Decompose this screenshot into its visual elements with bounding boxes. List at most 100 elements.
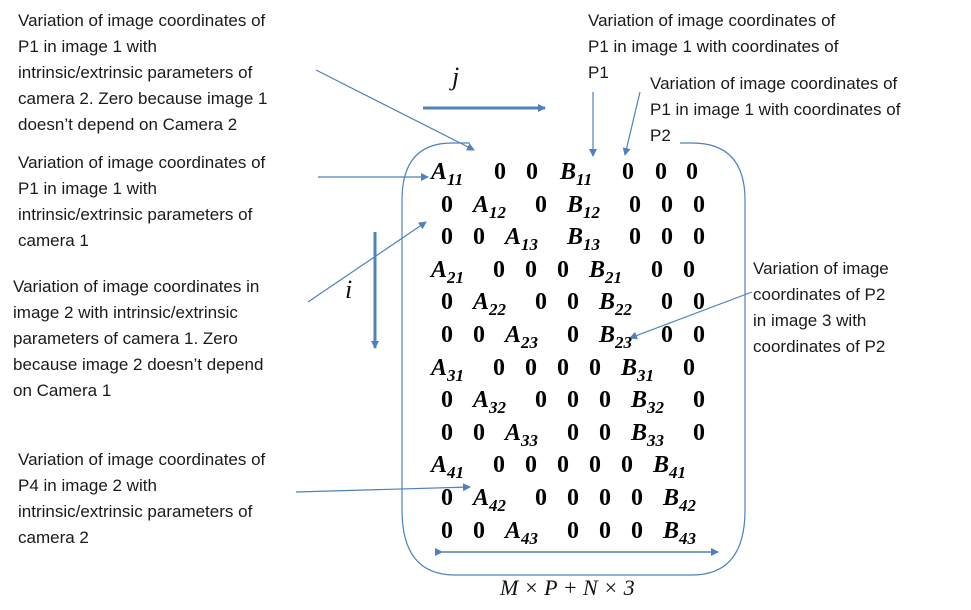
matrix-block-B43: B43 xyxy=(663,517,696,547)
block-index: 22 xyxy=(489,300,507,320)
note-line: camera 2 xyxy=(18,528,89,547)
matrix-zero: 0 xyxy=(441,485,453,511)
matrix-zero: 0 xyxy=(441,517,453,544)
matrix-block-B23: B23 xyxy=(599,322,632,351)
note-line: camera 2. Zero because image 1 xyxy=(18,89,268,108)
pointer-camera2-p1 xyxy=(315,69,475,151)
matrix-block-A32: A32 xyxy=(473,387,506,416)
note-line: P1 in image 1 with coordinates of xyxy=(588,37,839,56)
block-symbol: B xyxy=(599,322,616,348)
matrix-block-A41: A41 xyxy=(431,452,464,481)
matrix-block-A42: A42 xyxy=(473,485,506,514)
matrix-zero: 0 xyxy=(693,387,705,414)
matrix-bracket xyxy=(401,142,746,576)
matrix-zero: 0 xyxy=(441,289,453,316)
matrix-zero: 0 xyxy=(661,289,673,316)
matrix-zero: 0 xyxy=(651,256,663,283)
matrix-zero: 0 xyxy=(557,354,569,381)
matrix-block-B12: B12 xyxy=(567,191,600,221)
matrix-block-A21: A21 xyxy=(431,256,464,286)
note-line: Variation of image coordinates of xyxy=(18,11,266,30)
matrix-zero: 0 xyxy=(622,159,634,185)
matrix-block-A12: A12 xyxy=(473,191,506,221)
block-index: 21 xyxy=(605,267,623,287)
note-line: Variation of image xyxy=(753,259,889,278)
matrix-block-A33: A33 xyxy=(505,419,538,449)
block-symbol: A xyxy=(505,322,522,348)
pointer-p4-image2 xyxy=(295,483,471,493)
block-symbol: A xyxy=(473,191,490,218)
note-line: P1 in image 1 with xyxy=(18,179,157,198)
matrix-block-A23: A23 xyxy=(505,322,538,351)
block-symbol: A xyxy=(473,289,490,316)
matrix-zero: 0 xyxy=(494,159,506,185)
matrix-zero: 0 xyxy=(693,419,705,446)
note-camera2-p1: Variation of image coordinates of P1 in i… xyxy=(18,8,267,138)
block-symbol: A xyxy=(505,517,522,544)
block-symbol: A xyxy=(505,419,522,446)
matrix-zero: 0 xyxy=(567,387,579,414)
matrix-zero: 0 xyxy=(441,419,453,446)
matrix-block-B13: B13 xyxy=(567,225,600,253)
note-line: coordinates of P2 xyxy=(753,337,886,356)
pointer-p2-image3 xyxy=(629,291,753,340)
matrix-zero: 0 xyxy=(683,354,695,381)
matrix-block-B22: B22 xyxy=(599,290,632,318)
matrix-zero: 0 xyxy=(629,191,641,218)
matrix-block-A22: A22 xyxy=(473,289,506,318)
note-line: P2 xyxy=(650,126,671,145)
block-index: 31 xyxy=(447,365,465,385)
block-symbol: B xyxy=(631,387,648,414)
pointer-image2-camera1 xyxy=(307,221,427,303)
note-line: Variation of image coordinates in xyxy=(13,277,260,296)
matrix-zero: 0 xyxy=(567,485,579,511)
note-line: coordinates of P2 xyxy=(753,285,886,304)
block-index: 31 xyxy=(637,365,655,385)
block-symbol: A xyxy=(431,256,448,283)
note-line: intrinsic/extrinsic parameters of xyxy=(18,63,253,82)
matrix-zero: 0 xyxy=(525,354,537,381)
block-symbol: B xyxy=(567,191,584,218)
note-line: on Camera 1 xyxy=(13,381,112,400)
block-symbol: A xyxy=(473,485,490,511)
block-symbol: B xyxy=(560,159,577,185)
matrix-zero: 0 xyxy=(535,191,547,218)
block-index: 13 xyxy=(521,235,539,255)
block-index: 13 xyxy=(583,235,601,255)
note-p2-image3: Variation of image coordinates of P2 in im… xyxy=(753,256,889,360)
pointer-coords-p2 xyxy=(622,91,641,156)
matrix-zero: 0 xyxy=(631,485,643,511)
matrix-block-A31: A31 xyxy=(431,356,464,384)
matrix-zero: 0 xyxy=(599,419,611,446)
block-index: 33 xyxy=(647,430,665,450)
note-line: intrinsic/extrinsic parameters of xyxy=(18,502,253,521)
matrix-zero: 0 xyxy=(441,191,453,218)
note-line: because image 2 doesn’t depend xyxy=(13,355,264,374)
note-line: P1 in image 1 with xyxy=(18,37,157,56)
block-symbol: A xyxy=(431,159,448,185)
matrix-zero: 0 xyxy=(441,322,453,348)
note-line: in image 3 with xyxy=(753,311,867,330)
matrix-block-B11: B11 xyxy=(560,159,592,188)
matrix-zero: 0 xyxy=(683,256,695,283)
matrix-zero: 0 xyxy=(693,322,705,348)
block-symbol: B xyxy=(631,419,648,446)
block-index: 41 xyxy=(447,463,465,483)
matrix-zero: 0 xyxy=(693,224,705,251)
block-symbol: A xyxy=(431,452,448,479)
matrix-zero: 0 xyxy=(661,224,673,251)
matrix-zero: 0 xyxy=(599,387,611,414)
block-symbol: A xyxy=(473,387,490,414)
matrix-zero: 0 xyxy=(473,322,485,348)
block-symbol: B xyxy=(663,517,680,544)
matrix-zero: 0 xyxy=(473,419,485,446)
block-index: 43 xyxy=(521,528,539,548)
block-index: 23 xyxy=(615,333,633,352)
note-line: camera 1 xyxy=(18,231,89,250)
matrix-zero: 0 xyxy=(535,387,547,414)
note-line: Variation of image coordinates of xyxy=(18,450,266,469)
matrix-zero: 0 xyxy=(567,517,579,544)
